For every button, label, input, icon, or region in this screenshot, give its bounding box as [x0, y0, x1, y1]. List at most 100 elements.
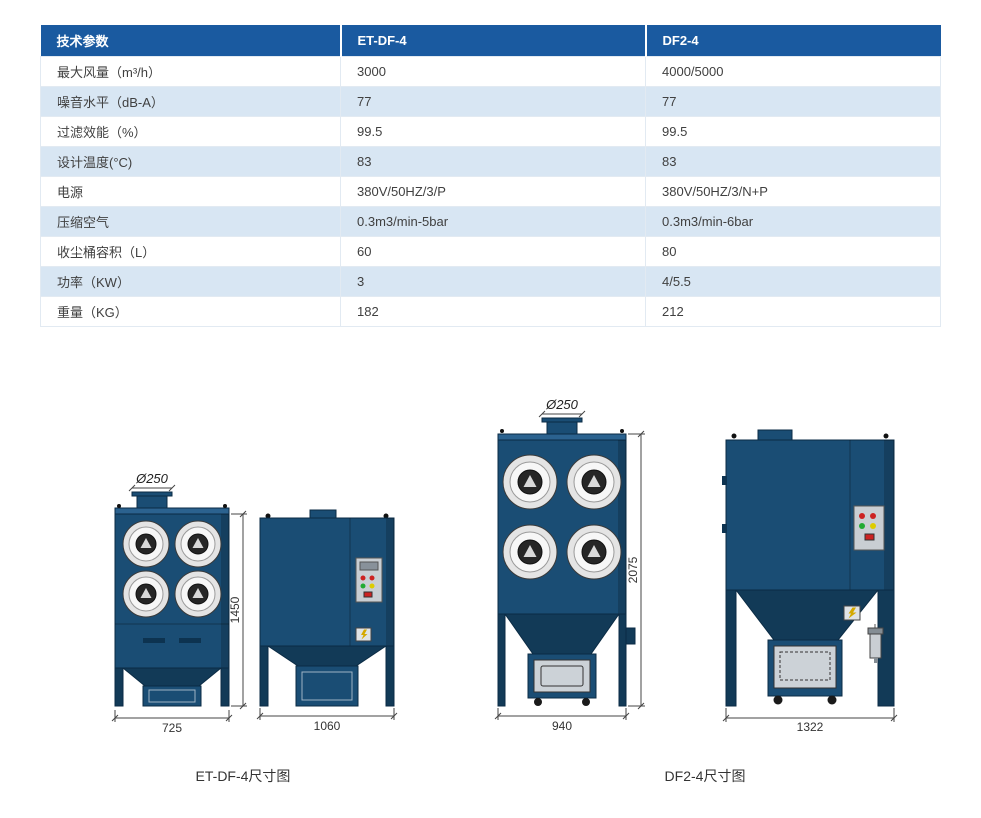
stand-leg: [259, 645, 269, 707]
etdf4-front-view-drawing: Ø250: [111, 472, 247, 734]
dust-bin: [295, 665, 359, 707]
dimension-width: 1060: [256, 708, 398, 733]
power-box: [843, 605, 861, 621]
red-button: [859, 513, 865, 519]
value-cell: 83: [340, 146, 646, 177]
filter-cartridge-icon: [174, 570, 222, 618]
df24-front-machine: [497, 417, 636, 707]
red-button: [360, 575, 366, 581]
lightning-icon: [848, 607, 857, 619]
value-cell: 4000/5000: [645, 56, 941, 87]
vent-slot: [143, 638, 165, 643]
lifting-lug-icon: [117, 504, 121, 508]
df24-side-machine: [722, 429, 895, 707]
dimension-inlet-diameter: Ø250: [538, 398, 586, 418]
etdf4-side-view-drawing: 1060: [256, 509, 398, 733]
control-panel: [355, 557, 383, 603]
value-cell: 380V/50HZ/3/P: [340, 176, 646, 207]
height-dimension-label: 2075: [626, 556, 640, 583]
control-panel: [853, 505, 885, 551]
caster-wheel-icon: [773, 695, 783, 705]
filter-cartridge-icon: [566, 524, 622, 580]
red-button: [369, 575, 375, 581]
yellow-button: [870, 523, 876, 529]
etdf4-caption: ET-DF-4尺寸图: [195, 768, 291, 784]
filter-cartridge-icon: [174, 520, 222, 568]
value-cell: 60: [340, 236, 646, 267]
value-cell: 83: [645, 146, 941, 177]
filter-cartridge-icon: [502, 454, 558, 510]
top-lid: [497, 433, 627, 441]
stand-leg: [497, 613, 506, 707]
dimension-width: 1322: [722, 708, 898, 733]
stop-switch: [363, 591, 373, 598]
top-vent: [757, 429, 793, 441]
param-cell: 重量（KG）: [40, 296, 341, 327]
dimension-width: 940: [494, 708, 630, 733]
value-cell: 77: [645, 86, 941, 117]
inlet-flange: [131, 491, 173, 497]
param-cell: 最大风量（m³/h）: [40, 56, 341, 87]
inlet-diameter-label: Ø250: [545, 398, 579, 412]
header-param: 技术参数: [40, 25, 342, 57]
value-cell: 99.5: [645, 116, 941, 147]
caster-wheel-icon: [534, 698, 542, 706]
value-cell: 182: [340, 296, 646, 327]
lifting-lug-icon: [223, 504, 227, 508]
stand-leg: [385, 645, 395, 707]
width-dimension-label: 725: [162, 721, 182, 734]
header-model-df24: DF2-4: [645, 25, 941, 57]
dimension-inlet-diameter: Ø250: [128, 472, 176, 492]
param-cell: 过滤效能（%）: [40, 116, 341, 147]
green-button: [859, 523, 865, 529]
df24-front-view-drawing: Ø250: [494, 398, 645, 733]
dimension-height: 2075: [626, 430, 645, 710]
dust-bin: [142, 685, 202, 707]
dimension-height: 1450: [228, 510, 247, 710]
lifting-lug-icon: [883, 433, 889, 439]
param-cell: 电源: [40, 176, 341, 207]
value-cell: 4/5.5: [645, 266, 941, 297]
caster-wheel-icon: [582, 698, 590, 706]
stop-switch: [864, 533, 875, 541]
lifting-lug-icon: [265, 513, 271, 519]
hinge: [722, 524, 727, 533]
df24-side-view-drawing: 1322: [722, 429, 898, 733]
header-model-etdf4: ET-DF-4: [340, 25, 647, 57]
lifting-lug-icon: [731, 433, 737, 439]
lightning-icon: [361, 629, 368, 640]
etdf4-side-machine: [259, 509, 395, 707]
vent-slot: [179, 638, 201, 643]
stand-leg: [725, 589, 737, 707]
filter-cartridge-icon: [122, 570, 170, 618]
param-cell: 收尘桶容积（L）: [40, 236, 341, 267]
value-cell: 77: [340, 86, 646, 117]
hopper: [266, 645, 388, 667]
param-cell: 噪音水平（dB-A）: [40, 86, 341, 117]
green-button: [360, 583, 366, 589]
filter-cartridge-icon: [502, 524, 558, 580]
side-box: [625, 627, 636, 645]
hopper: [504, 613, 620, 655]
power-box: [355, 627, 372, 642]
inlet-diameter-label: Ø250: [135, 472, 169, 486]
value-cell: 0.3m3/min-6bar: [645, 206, 941, 237]
value-cell: 380V/50HZ/3/N+P: [645, 176, 941, 207]
hopper: [121, 667, 223, 687]
lifting-lug-icon: [383, 513, 389, 519]
param-cell: 压缩空气: [40, 206, 341, 237]
height-dimension-label: 1450: [228, 596, 242, 623]
filter-cartridge-icon: [566, 454, 622, 510]
inlet-flange: [541, 417, 583, 423]
param-cell: 设计温度(°C): [40, 146, 341, 177]
value-cell: 3: [340, 266, 646, 297]
dimension-width: 725: [111, 710, 233, 734]
